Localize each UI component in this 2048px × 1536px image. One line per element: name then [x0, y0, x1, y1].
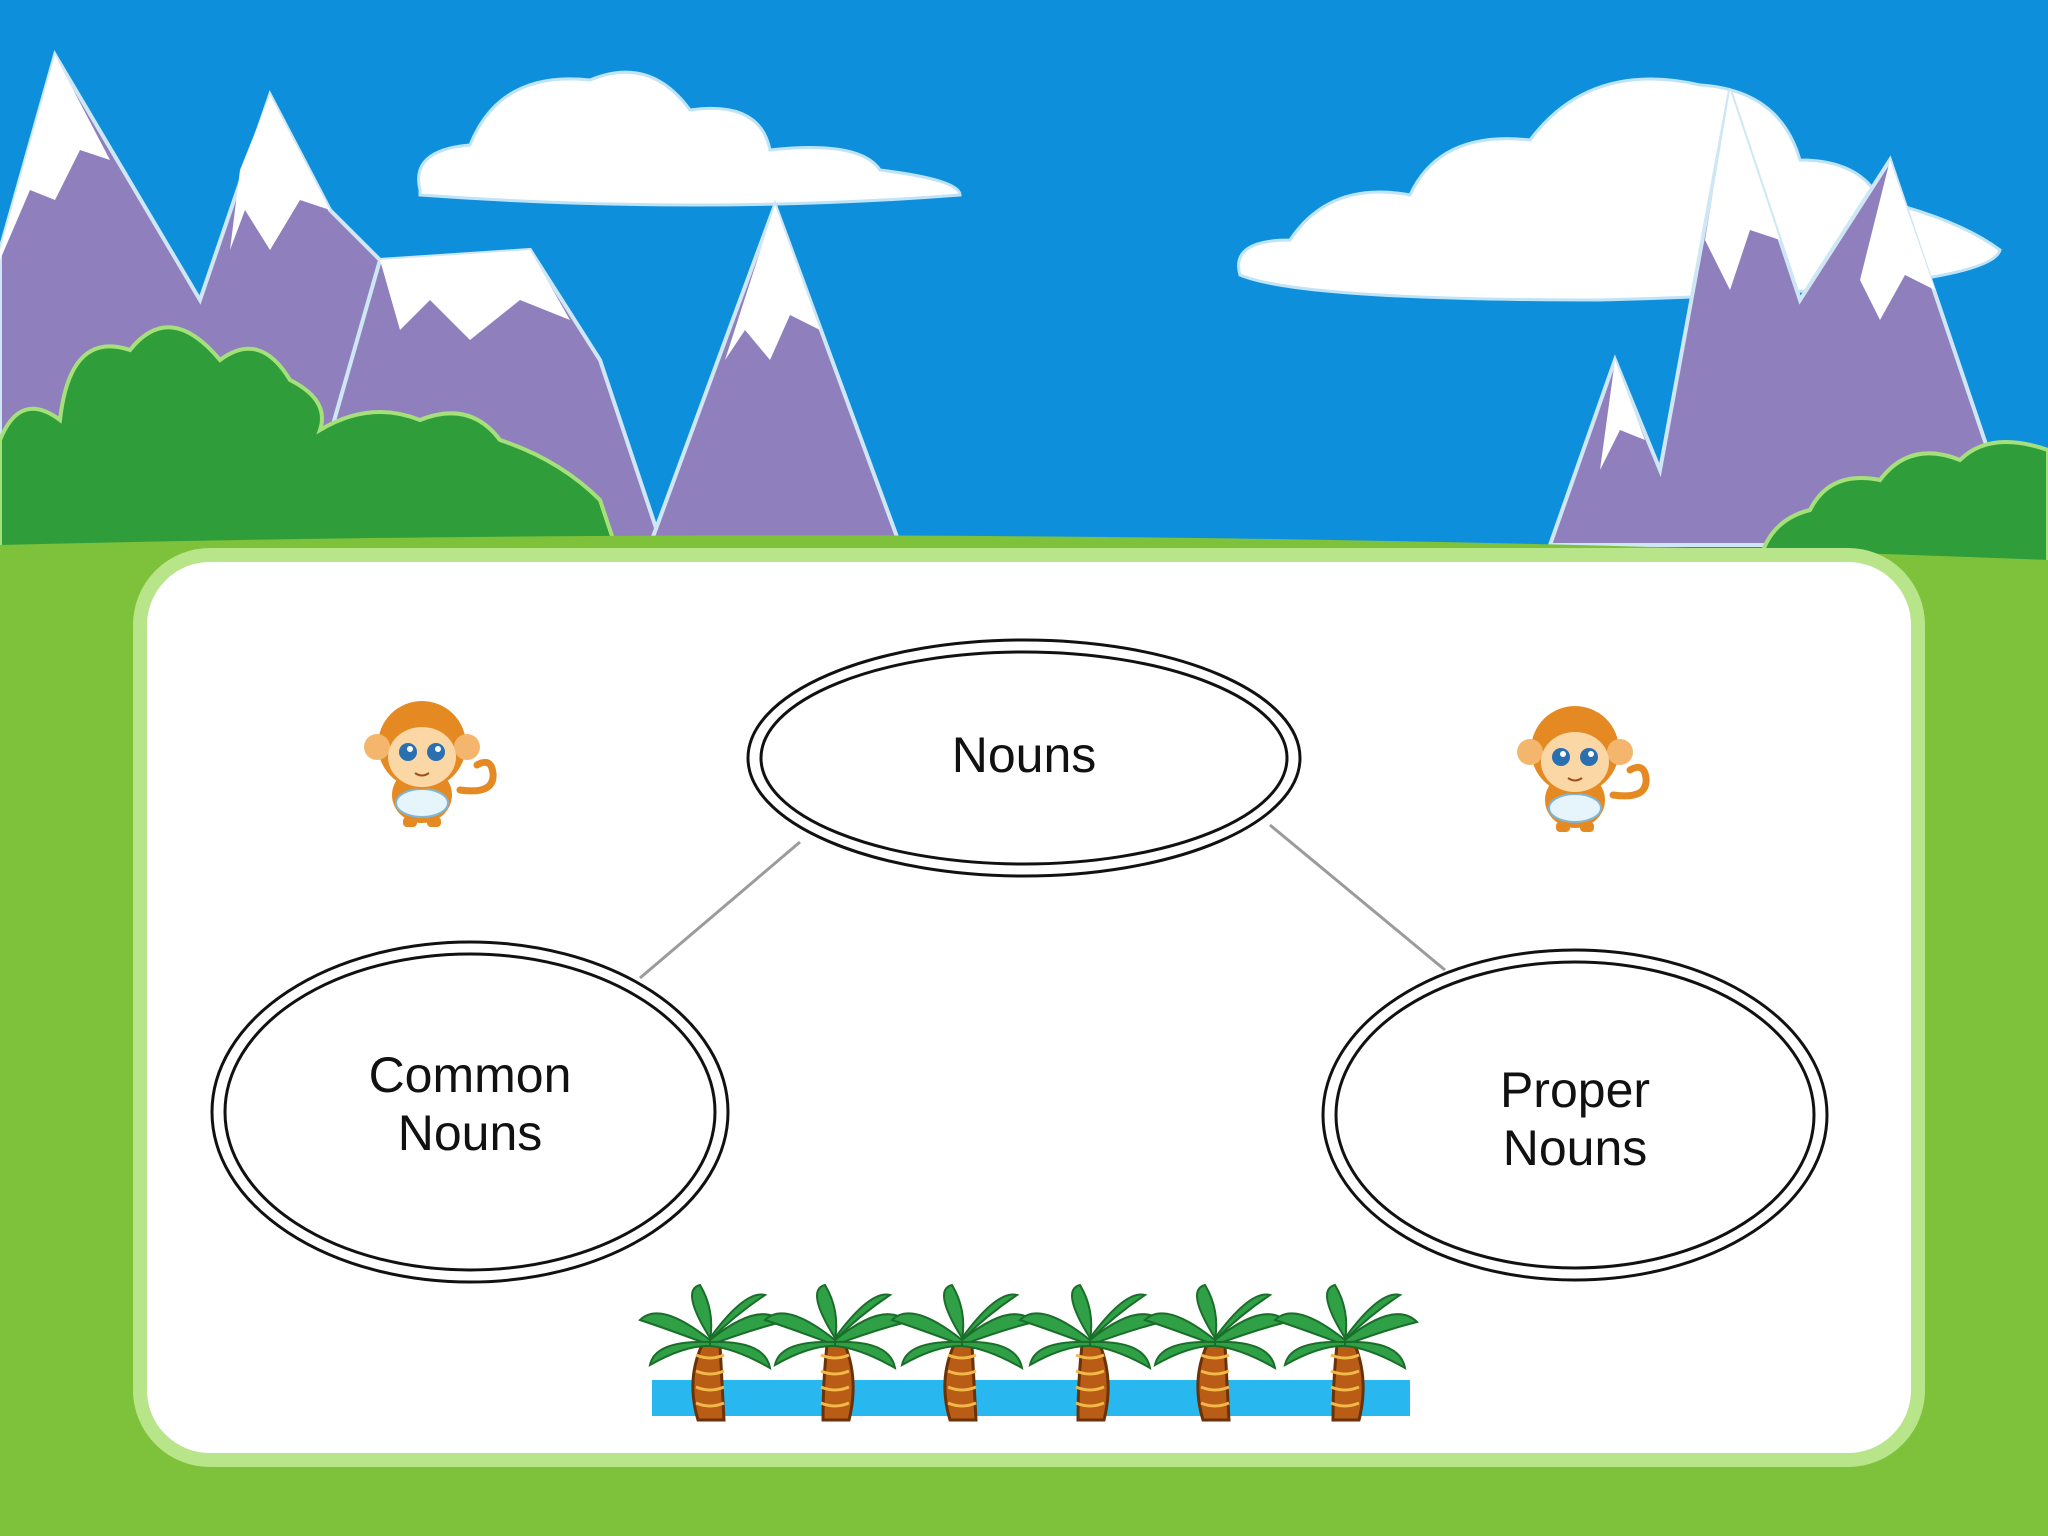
monkey-icon	[1517, 706, 1650, 832]
connector-line	[639, 840, 801, 980]
palm-tree-row	[638, 1283, 1419, 1422]
palm-tree-icon	[763, 1283, 909, 1422]
water-strip	[652, 1380, 1410, 1416]
node-common-nouns	[210, 940, 730, 1284]
node-nouns	[746, 638, 1302, 878]
connector-line	[1269, 823, 1446, 972]
palm-tree-icon	[638, 1283, 784, 1422]
palm-tree-icon	[890, 1283, 1036, 1422]
node-label-common-nouns: Common Nouns	[368, 1047, 572, 1161]
palm-tree-icon	[1273, 1283, 1419, 1422]
palm-tree-icon	[1018, 1283, 1164, 1422]
node-label-nouns: Nouns	[951, 727, 1097, 783]
bush-icon	[0, 325, 623, 562]
node-label-proper-nouns: Proper Nouns	[1499, 1062, 1651, 1176]
palm-tree-icon	[1143, 1283, 1289, 1422]
cloud-icon	[1237, 77, 2002, 302]
monkey-icon	[364, 701, 497, 827]
cloud-icon	[417, 70, 962, 207]
mountain-icon	[1547, 89, 2023, 547]
node-proper-nouns	[1321, 948, 1829, 1282]
